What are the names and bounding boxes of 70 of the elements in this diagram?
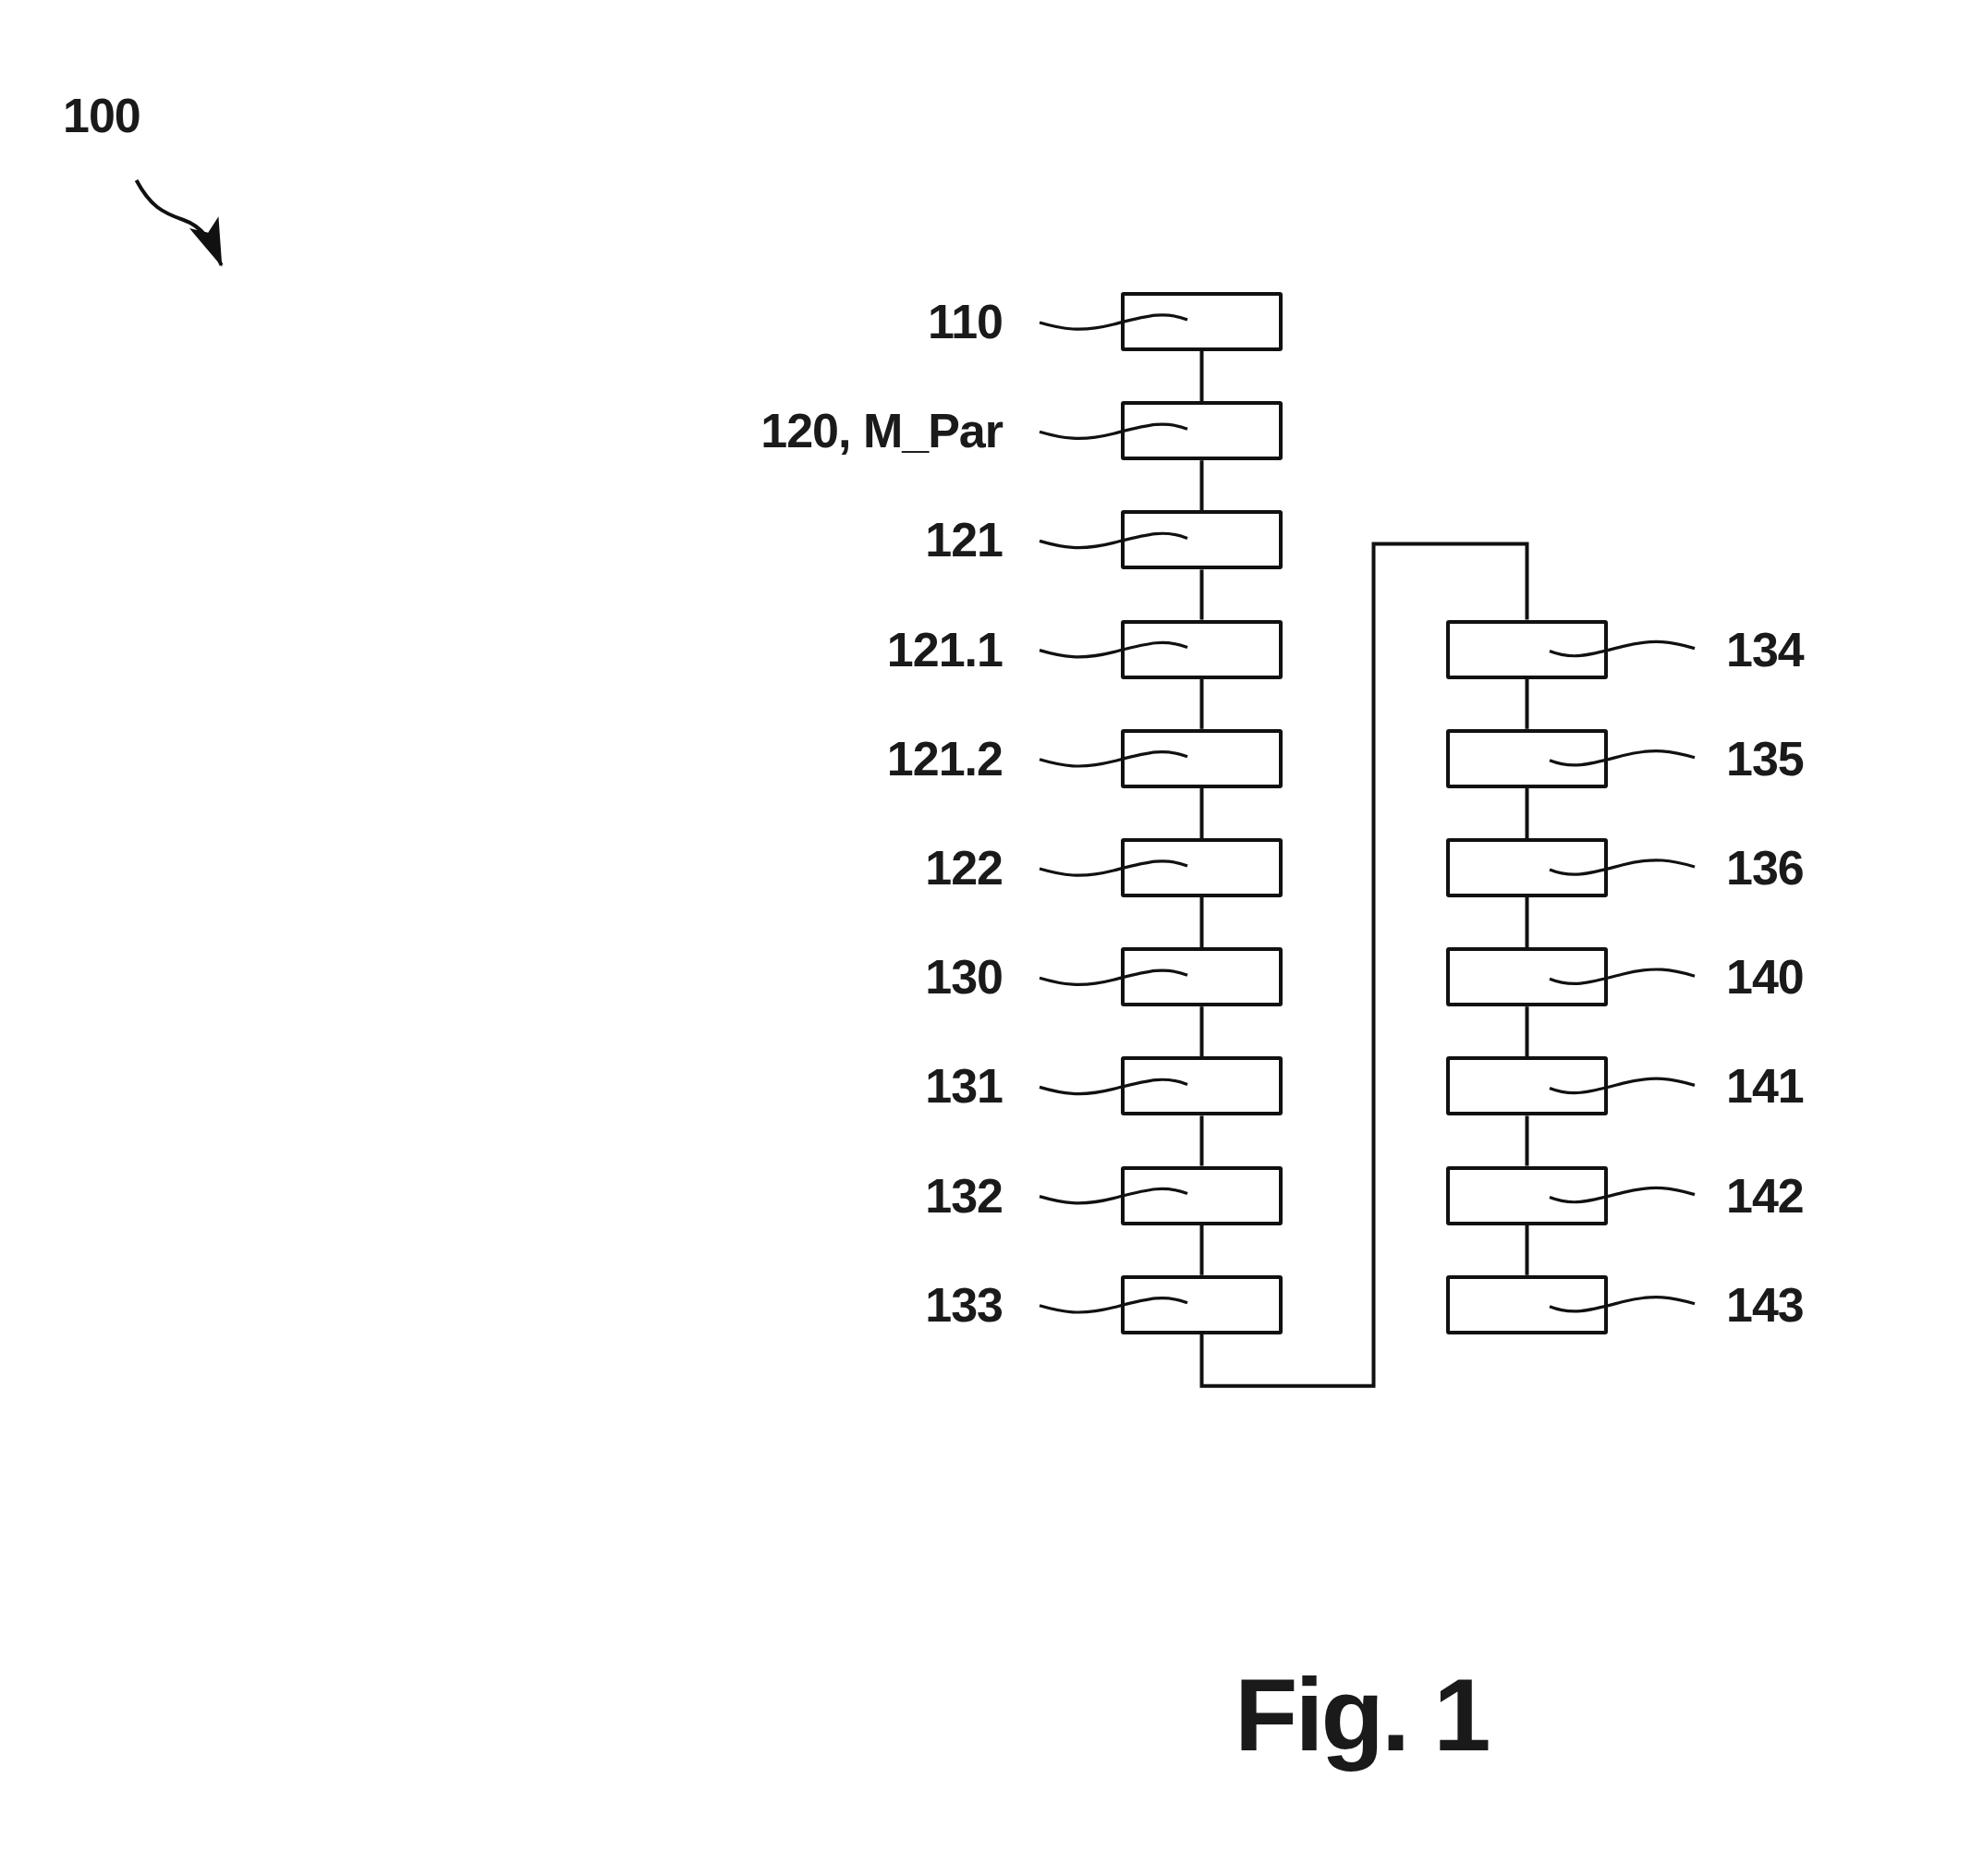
reference-numeral: 135: [1726, 728, 1804, 788]
reference-numeral: 132: [925, 1165, 1003, 1225]
leader-line: [1549, 1186, 1696, 1204]
reference-numeral: 121: [925, 510, 1003, 570]
connector-line: [1525, 1006, 1529, 1057]
connector-line: [1525, 1115, 1529, 1166]
leader-line: [1039, 968, 1188, 986]
leader-line: [1549, 859, 1696, 876]
reference-numeral: 140: [1726, 947, 1804, 1007]
leader-line: [1039, 422, 1188, 440]
reference-numeral: 121.1: [886, 619, 1003, 679]
connector-line: [1525, 678, 1529, 729]
process-box: [1121, 1056, 1283, 1116]
reference-numeral: 141: [1726, 1056, 1804, 1116]
reference-numeral: 131: [925, 1056, 1003, 1116]
connector-line: [1199, 460, 1204, 511]
leader-line: [1039, 1187, 1188, 1205]
leader-line: [1039, 313, 1188, 331]
reference-numeral: 143: [1726, 1274, 1804, 1334]
process-box: [1121, 292, 1283, 351]
connector-line: [1199, 787, 1204, 838]
leader-line: [1039, 531, 1188, 550]
connector-line: [1199, 1115, 1204, 1166]
process-box: [1446, 1056, 1608, 1116]
process-box: [1446, 838, 1608, 897]
reference-numeral: 134: [1726, 619, 1804, 679]
connector-line: [1199, 542, 1529, 1388]
reference-numeral: 142: [1726, 1165, 1804, 1225]
figure-caption: Fig. 1: [1235, 1656, 1489, 1774]
process-box: [1446, 1274, 1608, 1334]
process-box: [1446, 619, 1608, 679]
process-box: [1121, 947, 1283, 1007]
reference-numeral: 121.2: [886, 728, 1003, 788]
connector-line: [1525, 1224, 1529, 1275]
process-box: [1121, 728, 1283, 788]
leader-line: [1549, 640, 1696, 658]
connector-line: [1199, 897, 1204, 948]
leader-line: [1039, 1297, 1188, 1314]
reference-numeral: 136: [1726, 838, 1804, 897]
process-box: [1121, 401, 1283, 461]
leader-line: [1039, 859, 1188, 877]
process-box: [1121, 510, 1283, 570]
connector-line: [1199, 569, 1204, 620]
leader-line: [1039, 1078, 1188, 1096]
reference-numeral: 120, M_Par: [760, 401, 1003, 461]
leader-line: [1549, 1077, 1696, 1095]
reference-numeral: 133: [925, 1274, 1003, 1334]
process-box: [1121, 1274, 1283, 1334]
connector-line: [1199, 351, 1204, 402]
reference-numeral: 130: [925, 947, 1003, 1007]
leader-line: [1549, 749, 1696, 767]
leader-arrow: [134, 179, 224, 267]
process-box: [1446, 947, 1608, 1007]
process-box: [1446, 1165, 1608, 1225]
reference-numeral: 100: [63, 86, 140, 145]
leader-line: [1549, 968, 1696, 985]
connector-line: [1525, 787, 1529, 838]
connector-line: [1199, 1224, 1204, 1275]
connector-line: [1199, 678, 1204, 729]
connector-line: [1199, 1006, 1204, 1057]
process-box: [1121, 838, 1283, 897]
process-box: [1121, 619, 1283, 679]
reference-numeral: 110: [928, 292, 1003, 351]
leader-line: [1039, 640, 1188, 659]
process-box: [1446, 728, 1608, 788]
leader-line: [1039, 750, 1188, 768]
leader-line: [1549, 1296, 1696, 1313]
process-box: [1121, 1165, 1283, 1225]
connector-line: [1525, 897, 1529, 948]
reference-numeral: 122: [925, 838, 1003, 897]
